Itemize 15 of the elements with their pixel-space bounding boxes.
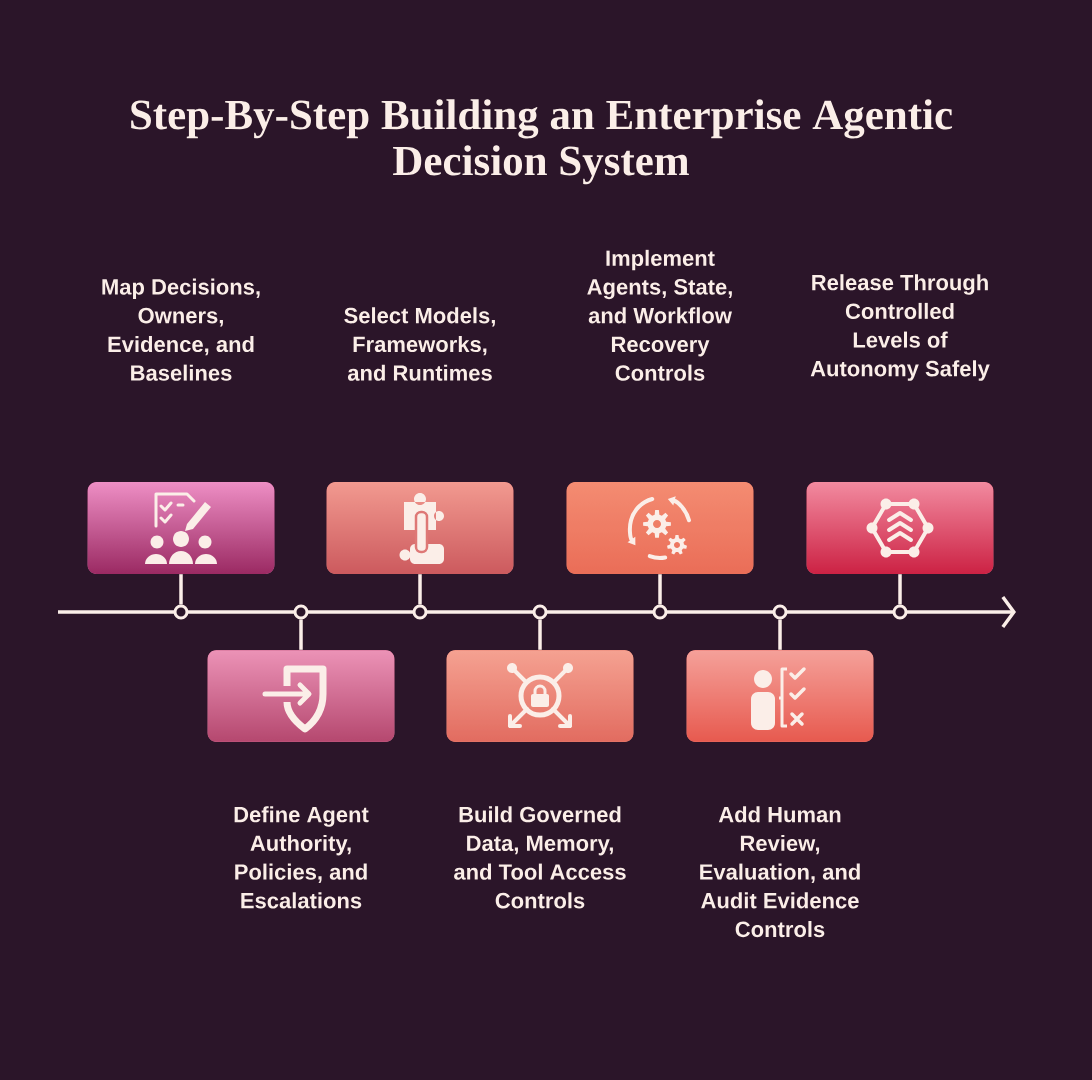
step-label: Map Decisions, Owners, Evidence, and Baselines [102,278,260,381]
step-label: Implement Agents, State, and Workflow Recovery Controls [587,249,732,381]
connector-line [778,619,782,650]
step-label: Release Through Controlled Levels of Autonomy Safely [810,274,990,381]
title: Step-By-Step Building an Enterprise Agentic Decision System [131,99,953,185]
step-label: Build Governed Data, Memory, and Tool Access Controls [454,806,626,909]
step-label: Select Models, Frameworks, and Runtimes [344,307,495,381]
step-label: Define Agent Authority, Policies, and Escalations [234,806,369,909]
step-label: Add Human Review, Evaluation, and Audit Evidence Controls [700,806,860,938]
connector-line [538,619,542,650]
connector-line [299,619,303,650]
connector-line [179,574,183,605]
connector-line [658,574,662,605]
connector-line [898,574,902,605]
connector-line [418,574,422,605]
